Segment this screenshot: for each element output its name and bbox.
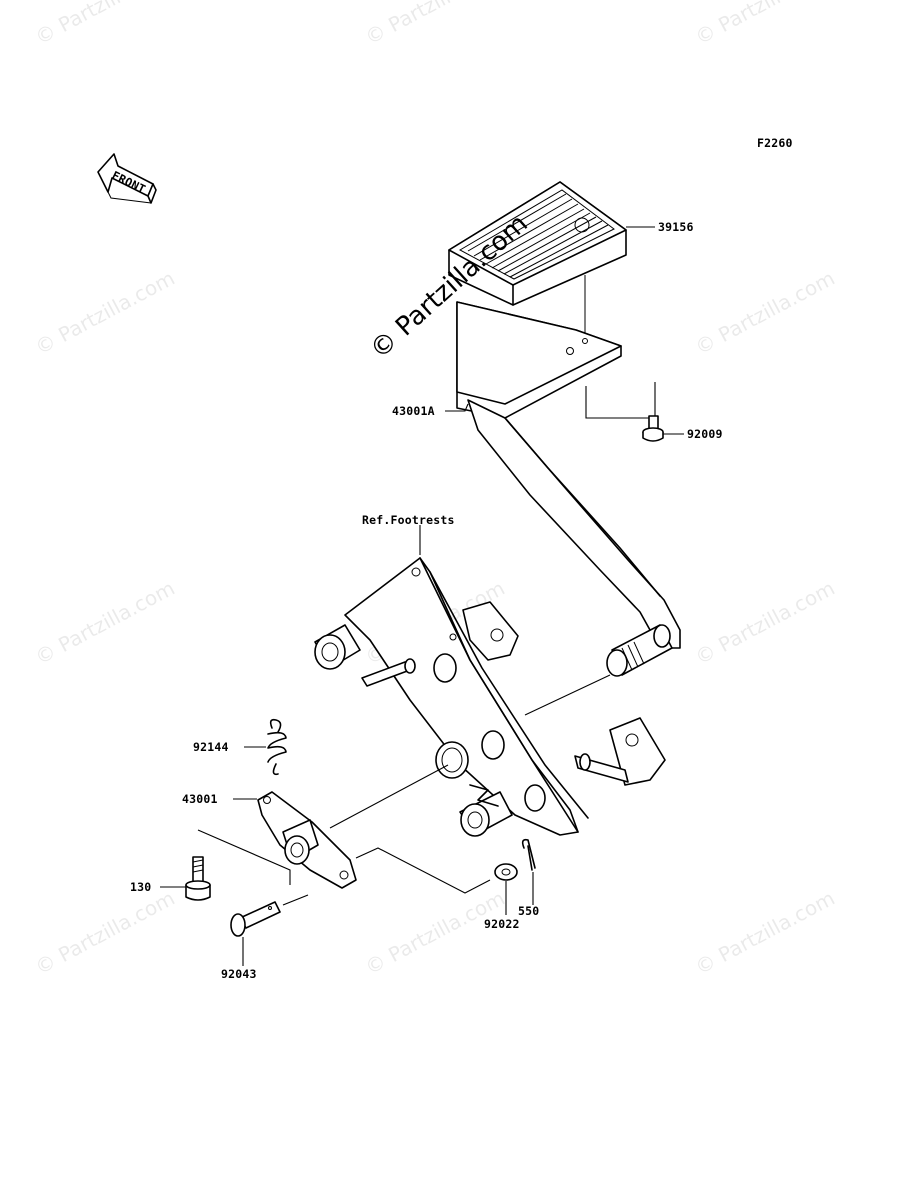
bolt-92009 (642, 415, 664, 442)
part-label-92043: 92043 (221, 967, 257, 981)
lever-43001 (257, 791, 357, 889)
part-label-39156: 39156 (658, 220, 694, 234)
pin-92043 (230, 901, 281, 937)
watermark: © Partzilla.com (31, 576, 179, 670)
watermark: © Partzilla.com (691, 266, 839, 360)
part-label-130: 130 (130, 880, 151, 894)
front-arrow-icon: FRONT (97, 153, 157, 204)
cotter-pin-550 (521, 838, 536, 871)
washer-92022 (494, 863, 518, 881)
footrest-bracket (314, 557, 666, 837)
watermark: © Partzilla.com (691, 0, 839, 49)
pedal-arm (456, 301, 681, 649)
watermark: © Partzilla.com (691, 886, 839, 980)
part-label-92022: 92022 (484, 917, 520, 931)
part-label-43001: 43001 (182, 792, 218, 806)
part-label-92009: 92009 (687, 427, 723, 441)
part-label-43001a: 43001A (392, 404, 435, 418)
figure-code: F2260 (757, 136, 793, 150)
watermark: © Partzilla.com (691, 576, 839, 670)
part-label-92144: 92144 (193, 740, 229, 754)
watermark: © Partzilla.com (31, 266, 179, 360)
part-label-550: 550 (518, 904, 539, 918)
part-label-ref-footrests: Ref.Footrests (362, 513, 455, 527)
watermarks: © Partzilla.com © Partzilla.com © Partzi… (31, 0, 839, 979)
watermark: © Partzilla.com (361, 0, 509, 49)
leader-43001a (445, 403, 469, 412)
spring-92144 (267, 718, 287, 776)
watermark: © Partzilla.com (31, 0, 179, 49)
bolt-130 (185, 856, 211, 901)
pedal-pivot (606, 624, 673, 677)
watermark: © Partzilla.com (31, 886, 179, 980)
pedal-pad (448, 181, 627, 306)
watermark: © Partzilla.com (361, 886, 509, 980)
